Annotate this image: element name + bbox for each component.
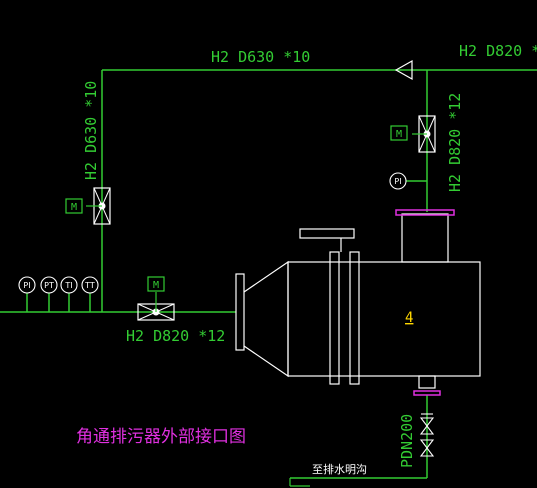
flow-direction-arrow <box>394 59 413 81</box>
inlet-motorized-valve: M <box>137 276 175 321</box>
instrument-pi: PI <box>18 276 36 294</box>
drain-nozzle <box>418 375 436 389</box>
instrument-pt: PT <box>40 276 58 294</box>
outlet-flange <box>395 209 455 216</box>
svg-text:PI: PI <box>394 177 401 186</box>
vessel-shell <box>287 261 481 377</box>
actuator-label: M <box>396 129 402 140</box>
inlet-flange <box>235 273 245 351</box>
svg-text:PI: PI <box>23 281 30 290</box>
instrument-ti: TI <box>60 276 78 294</box>
drain-note: 至排水明沟 <box>312 462 367 476</box>
instrument-tt: TT <box>81 276 99 294</box>
pressure-gauge-right: PI <box>389 172 407 190</box>
right-top-pipe-label: H2 D820 *12 <box>459 42 537 60</box>
pipe-network <box>0 69 537 479</box>
equipment-number: 4 <box>405 310 413 326</box>
blowdown-vessel <box>235 213 481 389</box>
actuator-box <box>390 125 408 141</box>
actuator-box <box>147 276 165 292</box>
drain-valve-lower-b <box>419 447 435 457</box>
inlet-pipe-label: H2 D820 *12 <box>126 327 225 345</box>
actuator-label: M <box>153 280 159 291</box>
top-pipe-label: H2 D630 *10 <box>211 48 310 66</box>
drain-valves <box>419 413 435 457</box>
outlet-nozzle <box>401 213 449 263</box>
actuator-label: M <box>71 202 77 213</box>
drain-valve-lower <box>419 439 435 449</box>
svg-text:TI: TI <box>64 281 72 290</box>
svg-text:PT: PT <box>44 281 54 290</box>
inlet-cone <box>243 260 289 378</box>
left-vertical-pipe-label: H2 D630 *10 <box>82 81 100 180</box>
actuator-box <box>65 198 83 214</box>
drain-valve-upper-b <box>419 425 435 435</box>
left-motorized-valve: M <box>65 187 111 225</box>
drain-pipe-label: PDN200 <box>398 414 416 468</box>
drain-valve-upper <box>419 417 435 427</box>
body-flange-right <box>349 251 360 385</box>
body-flange-left <box>329 251 340 385</box>
handle-bar <box>299 228 355 239</box>
drain-flange <box>413 390 441 396</box>
right-vertical-pipe-label: H2 D820 *12 <box>446 93 464 192</box>
right-motorized-valve: M <box>390 115 436 153</box>
svg-text:TT: TT <box>84 281 95 290</box>
drawing-caption: 角通排污器外部接口图 <box>76 427 246 447</box>
